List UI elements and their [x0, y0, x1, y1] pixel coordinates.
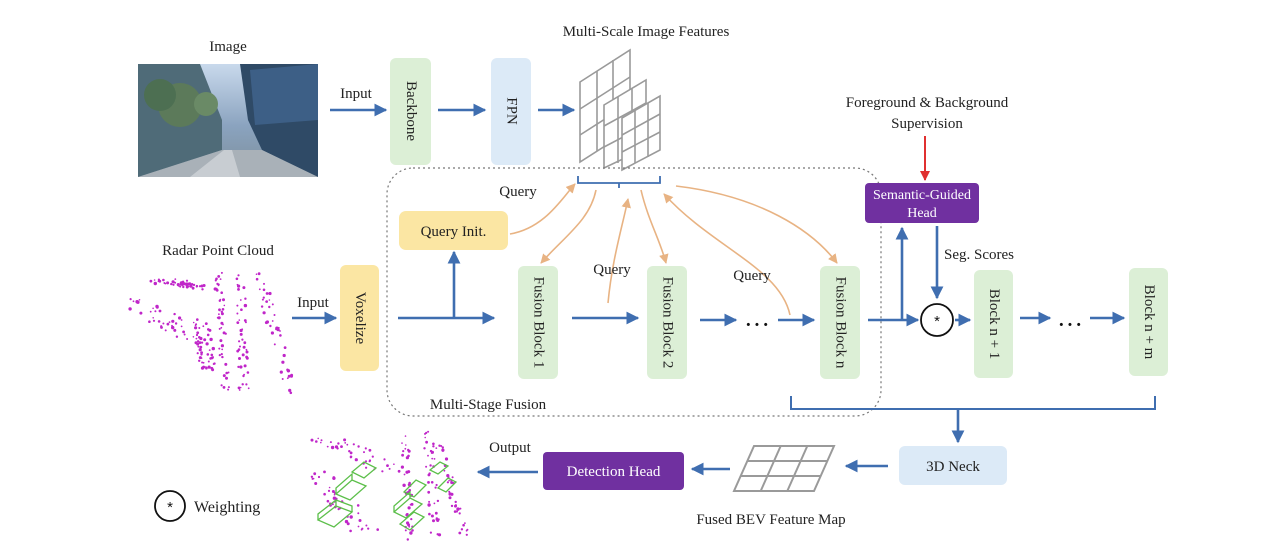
input-label-top: Input [340, 86, 372, 102]
features-to-fusion1-arrow [540, 189, 597, 264]
weighting-operator: * [920, 303, 954, 337]
weighting-legend-star: * [167, 499, 173, 516]
detection-boxes [316, 461, 458, 531]
fusion-block-2[interactable]: Fusion Block 2 [647, 266, 687, 379]
fpn-block[interactable]: FPN [491, 58, 531, 165]
semantic-head-label-line1: Semantic-Guided [873, 188, 971, 203]
features-to-fusion-n-arrow [675, 185, 838, 264]
query-label-1: Query [499, 184, 537, 200]
block-n-plus-1[interactable]: Block n + 1 [974, 270, 1013, 378]
fg-bg-label-line2: Supervision [891, 116, 963, 132]
query-label-2: Query [593, 262, 631, 278]
features-to-fusion2-arrow [640, 189, 669, 264]
query-init-to-features-arrow [509, 183, 576, 235]
multi-stage-fusion-region [386, 167, 882, 417]
ellipsis-fusion: ··· [744, 310, 770, 339]
query-init-label: Query Init. [421, 224, 487, 240]
block-n-plus-1-label: Block n + 1 [986, 289, 1002, 360]
block-n-plus-m[interactable]: Block n + m [1129, 268, 1168, 376]
seg-scores-label: Seg. Scores [944, 247, 1014, 263]
neck-label: 3D Neck [926, 459, 980, 475]
output-collect-bracket [790, 396, 1156, 410]
fusion-block-1[interactable]: Fusion Block 1 [518, 266, 558, 379]
backbone-label: Backbone [403, 81, 419, 141]
fpn-label: FPN [504, 97, 520, 125]
output-point-cloud [310, 430, 469, 541]
output-label: Output [489, 440, 532, 456]
multi-scale-label: Multi-Scale Image Features [563, 24, 730, 40]
query-label-3: Query [733, 268, 771, 284]
weighting-legend-label: Weighting [194, 499, 260, 516]
3d-neck-block[interactable]: 3D Neck [899, 446, 1007, 485]
image-label: Image [209, 39, 247, 55]
detection-head[interactable]: Detection Head [543, 452, 684, 490]
radar-point-cloud [128, 271, 294, 395]
weighting-star: * [934, 313, 940, 330]
fg-bg-label-line1: Foreground & Background [846, 95, 1009, 111]
fusion1-query-arrow [607, 198, 631, 304]
fusion-n-query-arrow [663, 193, 791, 316]
fused-bev-label: Fused BEV Feature Map [696, 512, 845, 528]
backbone-block[interactable]: Backbone [390, 58, 431, 165]
voxelize-block[interactable]: Voxelize [340, 265, 379, 371]
semantic-head-label-line2: Head [907, 206, 937, 221]
multi-stage-label: Multi-Stage Fusion [430, 397, 547, 413]
detection-head-label: Detection Head [567, 464, 661, 480]
fusion-block-n[interactable]: Fusion Block n [820, 266, 860, 379]
street-image [138, 64, 318, 177]
multi-scale-feature-grids [579, 48, 661, 172]
input-label-bottom: Input [297, 295, 329, 311]
semantic-guided-head[interactable]: Semantic-Guided Head [865, 183, 979, 223]
radar-label: Radar Point Cloud [162, 243, 274, 259]
voxelize-label: Voxelize [352, 292, 368, 345]
weighting-legend: * Weighting [154, 490, 260, 522]
fused-bev-feature-map [732, 445, 836, 492]
weighting-legend-icon [154, 490, 186, 522]
query-init-block[interactable]: Query Init. [399, 211, 508, 250]
fusion-block-n-label: Fusion Block n [833, 277, 849, 369]
block-n-plus-m-label: Block n + m [1141, 285, 1157, 360]
ellipsis-blocks: ··· [1057, 310, 1083, 339]
fusion-block-2-label: Fusion Block 2 [660, 277, 676, 369]
fusion-block-1-label: Fusion Block 1 [531, 277, 547, 369]
features-bracket [577, 176, 661, 188]
